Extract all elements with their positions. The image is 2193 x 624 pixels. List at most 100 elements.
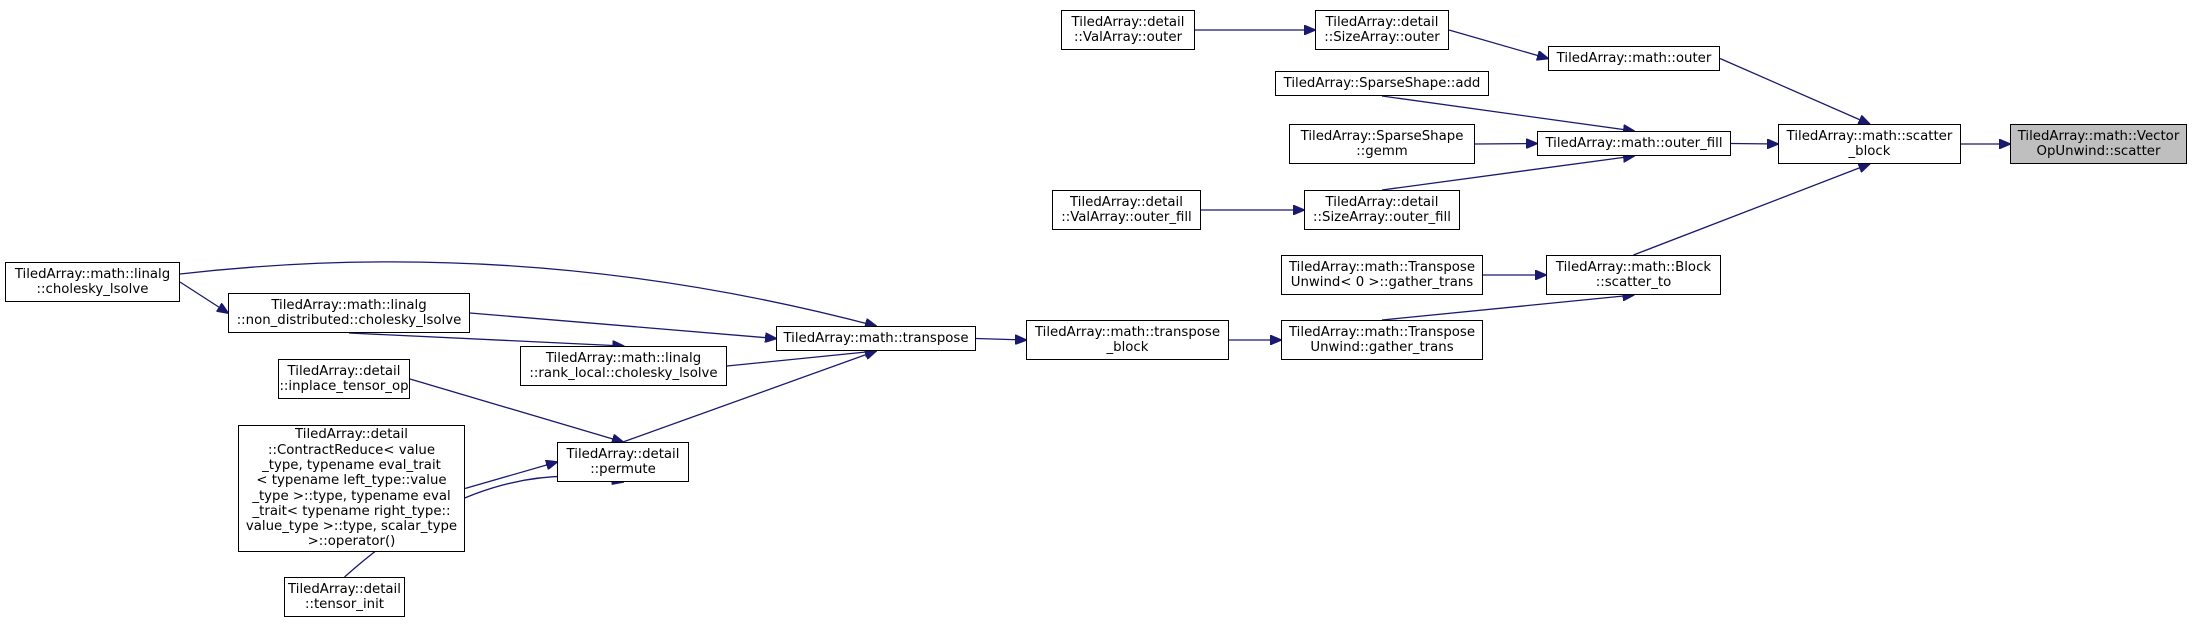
node-valarray-outer-fill[interactable]: TiledArray::detail::ValArray::outer_fill bbox=[1052, 190, 1201, 230]
node-label-line: TiledArray::SparseShape::add bbox=[1283, 75, 1481, 91]
node-block-scatter-to[interactable]: TiledArray::math::Block::scatter_to bbox=[1546, 255, 1721, 295]
node-label: TiledArray::detail::permute bbox=[567, 447, 680, 478]
node-label: TiledArray::detail::tensor_init bbox=[288, 582, 401, 613]
edge-permute-to-math-transpose bbox=[622, 351, 876, 443]
edge-sparseshape-gemm-to-math-outer-fill bbox=[1474, 144, 1537, 145]
node-label-line: < typename left_type::value bbox=[256, 473, 447, 489]
node-permute[interactable]: TiledArray::detail::permute bbox=[557, 442, 689, 482]
node-label-line: _trait< typename right_type:: bbox=[252, 503, 451, 519]
node-label-line: TiledArray::math::transpose bbox=[1034, 324, 1221, 340]
node-scatter-block[interactable]: TiledArray::math::scatter_block bbox=[1778, 124, 1961, 164]
node-label: TiledArray::detail::inplace_tensor_op bbox=[279, 364, 408, 395]
node-label-line: ::ContractReduce< value bbox=[267, 442, 436, 458]
node-label: TiledArray::SparseShape::gemm bbox=[1301, 129, 1464, 160]
node-label-line: _block bbox=[1848, 144, 1891, 159]
node-label-line: TiledArray::detail bbox=[295, 427, 408, 443]
node-label-line: TiledArray::SparseShape bbox=[1300, 128, 1464, 144]
node-label-line: TiledArray::detail bbox=[1325, 194, 1439, 210]
node-sizearray-outer-fill[interactable]: TiledArray::detail::SizeArray::outer_fil… bbox=[1304, 190, 1460, 230]
node-label-line: TiledArray::detail bbox=[566, 446, 680, 462]
node-rl-cholesky[interactable]: TiledArray::math::linalg::rank_local::ch… bbox=[520, 346, 727, 386]
edge-transpose-unwind-to-block-scatter-to bbox=[1381, 295, 1634, 321]
node-sparseshape-gemm[interactable]: TiledArray::SparseShape::gemm bbox=[1289, 124, 1475, 164]
node-nd-cholesky[interactable]: TiledArray::math::linalg::non_distribute… bbox=[228, 293, 470, 333]
node-label-line: TiledArray::detail bbox=[288, 581, 401, 597]
node-math-outer-fill[interactable]: TiledArray::math::outer_fill bbox=[1537, 131, 1731, 156]
edge-contract-reduce-to-permute bbox=[464, 462, 557, 490]
node-label-line: ::cholesky_lsolve bbox=[36, 282, 149, 297]
edge-block-scatter-to-to-scatter-block bbox=[1633, 164, 1870, 256]
edge-math-outer-fill-to-scatter-block bbox=[1730, 144, 1778, 145]
node-label-line: ::SizeArray::outer bbox=[1324, 30, 1440, 45]
node-label: TiledArray::math::Block::scatter_to bbox=[1556, 260, 1711, 291]
edge-math-outer-to-scatter-block bbox=[1719, 57, 1870, 125]
node-label-line: ::ValArray::outer_fill bbox=[1061, 210, 1192, 225]
edge-nd-cholesky-to-math-transpose bbox=[469, 312, 776, 339]
node-label-line: ::gemm bbox=[1356, 144, 1408, 159]
node-valarray-outer[interactable]: TiledArray::detail::ValArray::outer bbox=[1061, 10, 1195, 50]
node-label-line: value_type >::type, scalar_type bbox=[245, 519, 458, 535]
node-label: TiledArray::math::outer bbox=[1557, 51, 1712, 66]
node-label-line: Unwind::gather_trans bbox=[1310, 340, 1454, 355]
node-label-line: ::permute bbox=[590, 462, 656, 477]
node-label-line: Unwind< 0 >::gather_trans bbox=[1290, 275, 1474, 290]
node-label: TiledArray::math::transpose_block bbox=[1035, 325, 1220, 356]
edge-rl-cholesky-to-math-transpose bbox=[726, 351, 876, 367]
node-contract-reduce[interactable]: TiledArray::detail::ContractReduce< valu… bbox=[238, 425, 465, 552]
node-label-line: _block bbox=[1106, 340, 1149, 355]
edge-sparseshape-add-to-math-outer-fill bbox=[1381, 95, 1634, 131]
node-label-line: TiledArray::math::Vector bbox=[2017, 128, 2180, 144]
edge-nd-cholesky-to-rl-cholesky bbox=[348, 332, 624, 346]
node-label-line: _type >::type, typename eval bbox=[252, 488, 451, 504]
node-label: TiledArray::math::scatter_block bbox=[1787, 129, 1953, 160]
node-sparseshape-add[interactable]: TiledArray::SparseShape::add bbox=[1275, 71, 1489, 96]
node-math-outer[interactable]: TiledArray::math::outer bbox=[1548, 46, 1720, 71]
node-label-line: ::inplace_tensor_op bbox=[279, 379, 409, 394]
node-label: TiledArray::math::outer_fill bbox=[1545, 136, 1722, 151]
node-label: TiledArray::math::linalg::cholesky_lsolv… bbox=[15, 267, 170, 298]
node-cholesky[interactable]: TiledArray::math::linalg::cholesky_lsolv… bbox=[5, 262, 180, 302]
edge-cholesky-to-math-transpose bbox=[179, 261, 876, 326]
node-label-line: TiledArray::math::Transpose bbox=[1288, 324, 1476, 340]
node-sizearray-outer[interactable]: TiledArray::detail::SizeArray::outer bbox=[1315, 10, 1449, 50]
node-transpose-block[interactable]: TiledArray::math::transpose_block bbox=[1026, 320, 1229, 360]
node-math-transpose[interactable]: TiledArray::math::transpose bbox=[776, 326, 976, 351]
node-label-line: TiledArray::math::linalg bbox=[14, 266, 171, 282]
edge-math-transpose-to-transpose-block bbox=[975, 339, 1026, 341]
node-tensor-init[interactable]: TiledArray::detail::tensor_init bbox=[284, 577, 405, 617]
node-label: TiledArray::detail::SizeArray::outer bbox=[1324, 15, 1439, 46]
node-label-line: TiledArray::math::linalg bbox=[271, 297, 427, 313]
node-label-line: TiledArray::math::linalg bbox=[545, 350, 702, 366]
node-label-line: ::scatter_to bbox=[1595, 275, 1672, 290]
edge-inplace-tensor-op-to-permute bbox=[409, 378, 623, 442]
node-label-line: _type, typename eval_trait bbox=[262, 457, 441, 473]
node-label-line: ::tensor_init bbox=[305, 597, 384, 612]
node-label-line: TiledArray::detail bbox=[1070, 194, 1183, 210]
node-label: TiledArray::detail::ValArray::outer_fill bbox=[1061, 195, 1192, 226]
edge-cholesky-to-nd-cholesky bbox=[179, 281, 228, 313]
node-label-line: TiledArray::detail bbox=[287, 363, 401, 379]
node-label: TiledArray::detail::SizeArray::outer_fil… bbox=[1313, 195, 1451, 226]
node-label-line: >::operator() bbox=[307, 534, 396, 550]
node-label: TiledArray::math::linalg::rank_local::ch… bbox=[529, 351, 717, 382]
node-label: TiledArray::math::transpose bbox=[783, 331, 968, 346]
node-label: TiledArray::detail::ValArray::outer bbox=[1072, 15, 1185, 46]
node-label-line: OpUnwind::scatter bbox=[2036, 144, 2161, 159]
node-label-line: ::non_distributed::cholesky_lsolve bbox=[236, 313, 462, 328]
node-label-line: TiledArray::detail bbox=[1071, 14, 1185, 30]
node-label-line: TiledArray::math::Transpose bbox=[1288, 259, 1476, 275]
node-label-line: TiledArray::math::outer_fill bbox=[1545, 135, 1723, 151]
edge-sizearray-outer-to-math-outer bbox=[1448, 29, 1548, 59]
node-inplace-tensor-op[interactable]: TiledArray::detail::inplace_tensor_op bbox=[278, 359, 410, 399]
edge-sizearray-outer-fill-to-math-outer-fill bbox=[1381, 156, 1634, 191]
node-label-line: TiledArray::math::scatter bbox=[1786, 128, 1953, 144]
node-label-line: ::SizeArray::outer_fill bbox=[1313, 210, 1451, 225]
node-label-line: TiledArray::math::outer bbox=[1556, 50, 1712, 66]
